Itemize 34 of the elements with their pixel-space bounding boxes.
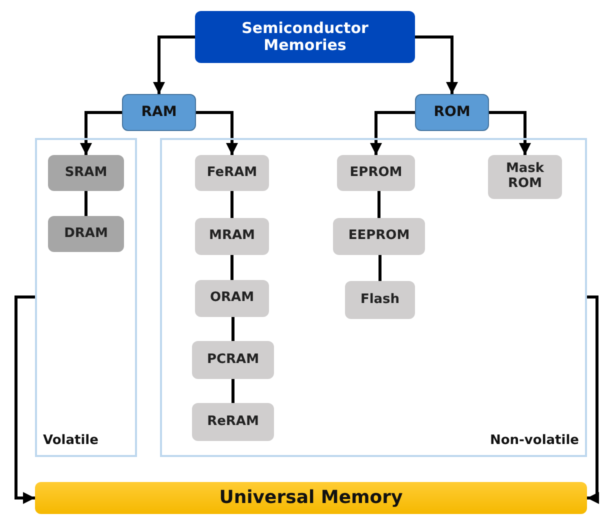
root-category-box: Semiconductor Memories bbox=[195, 11, 415, 63]
universal-memory-bar: Universal Memory bbox=[35, 482, 587, 514]
arrow bbox=[196, 111, 238, 155]
arrow bbox=[14, 296, 35, 504]
connector-line bbox=[230, 255, 234, 280]
arrow bbox=[415, 36, 458, 94]
arrow bbox=[587, 296, 599, 504]
memory-type-box: EPROM bbox=[337, 155, 415, 191]
arrow bbox=[153, 36, 195, 94]
memory-type-box: FeRAM bbox=[195, 155, 269, 191]
connector-line bbox=[378, 255, 382, 281]
memory-type-box: ReRAM bbox=[192, 403, 274, 441]
arrow bbox=[80, 111, 122, 155]
arrow bbox=[489, 111, 531, 155]
panel-label: Volatile bbox=[43, 434, 98, 449]
group-panel bbox=[35, 138, 137, 457]
memory-type-box: ORAM bbox=[195, 280, 269, 317]
memory-type-box: PCRAM bbox=[192, 341, 274, 379]
connector-line bbox=[84, 191, 88, 216]
group-panel bbox=[160, 138, 587, 457]
category-box: RAM bbox=[122, 94, 196, 131]
category-box: ROM bbox=[415, 94, 489, 131]
connector-line bbox=[378, 191, 380, 218]
connector-line bbox=[232, 379, 234, 403]
memory-type-box: EEPROM bbox=[333, 218, 425, 255]
connector-line bbox=[232, 317, 234, 341]
connector-line bbox=[230, 191, 234, 218]
panel-label: Non-volatile bbox=[490, 434, 579, 449]
memory-type-box: MRAM bbox=[195, 218, 269, 255]
arrow bbox=[370, 111, 415, 155]
memory-type-box: SRAM bbox=[48, 155, 124, 191]
memory-type-box: Flash bbox=[345, 281, 415, 319]
memory-type-box: DRAM bbox=[48, 216, 124, 252]
memory-type-box: Mask ROM bbox=[488, 155, 562, 199]
